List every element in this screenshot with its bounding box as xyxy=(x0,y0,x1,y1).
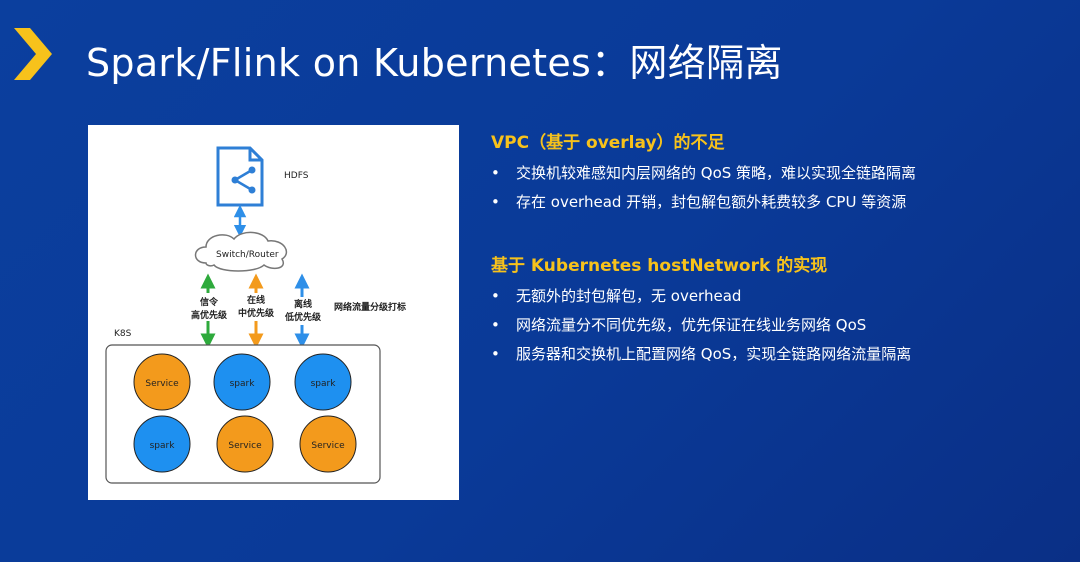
switch-router-cloud xyxy=(194,231,288,272)
node-spark-3-label: spark xyxy=(150,441,176,451)
node-service-1 xyxy=(133,353,191,411)
hdfs-label: HDFS xyxy=(284,171,309,181)
bullet-item: 网络流量分不同优先级，优先保证在线业务网络 QoS xyxy=(491,311,1051,340)
arrow-offline-line2: 低优先级 xyxy=(284,311,322,323)
arrow-signal-line1: 信令 xyxy=(200,296,219,308)
section-vpc-title: VPC（基于 overlay）的不足 xyxy=(491,133,725,153)
arrow-online-line1: 在线 xyxy=(247,294,265,306)
bullet-item: 交换机较难感知内层网络的 QoS 策略，难以实现全链路隔离 xyxy=(491,159,1051,188)
slide-title: Spark/Flink on Kubernetes：网络隔离 xyxy=(86,41,783,85)
content-panel: VPC（基于 overlay）的不足 交换机较难感知内层网络的 QoS 策略，难… xyxy=(491,128,1051,403)
section-hostnetwork: 基于 Kubernetes hostNetwork 的实现 无额外的封包解包，无… xyxy=(491,251,1051,369)
section-hostnetwork-bullets: 无额外的封包解包，无 overhead 网络流量分不同优先级，优先保证在线业务网… xyxy=(491,282,1051,369)
node-spark-2 xyxy=(294,353,352,411)
bullet-item: 无额外的封包解包，无 overhead xyxy=(491,282,1051,311)
arrow-signal-line2: 高优先级 xyxy=(191,309,228,321)
node-spark-2-label: spark xyxy=(311,379,337,389)
node-spark-1 xyxy=(213,353,271,411)
section-vpc: VPC（基于 overlay）的不足 交换机较难感知内层网络的 QoS 策略，难… xyxy=(491,128,1051,217)
bullet-item: 存在 overhead 开销，封包解包额外耗费较多 CPU 等资源 xyxy=(491,188,1051,217)
section-vpc-bullets: 交换机较难感知内层网络的 QoS 策略，难以实现全链路隔离 存在 overhea… xyxy=(491,159,1051,217)
k8s-label: K8S xyxy=(114,329,132,339)
node-service-2 xyxy=(216,415,274,473)
arrow-offline-line1: 离线 xyxy=(294,298,312,310)
switch-label: Switch/Router xyxy=(216,250,279,260)
hdfs-icon xyxy=(216,146,264,207)
traffic-note: 网络流量分级打标 xyxy=(334,301,406,313)
node-service-1-label: Service xyxy=(145,379,179,389)
node-service-3 xyxy=(299,415,357,473)
section-hostnetwork-title: 基于 Kubernetes hostNetwork 的实现 xyxy=(491,256,828,276)
node-spark-1-label: spark xyxy=(230,379,256,389)
node-service-3-label: Service xyxy=(311,441,345,451)
chevron-logo-icon xyxy=(14,28,52,80)
arrow-online-line2: 中优先级 xyxy=(238,307,275,319)
network-diagram: HDFS Switch/Router 信令 高优先级 在线 中优先级 离线 低优… xyxy=(88,125,459,500)
node-spark-3 xyxy=(133,415,191,473)
node-service-2-label: Service xyxy=(228,441,262,451)
bullet-item: 服务器和交换机上配置网络 QoS，实现全链路网络流量隔离 xyxy=(491,340,1051,369)
